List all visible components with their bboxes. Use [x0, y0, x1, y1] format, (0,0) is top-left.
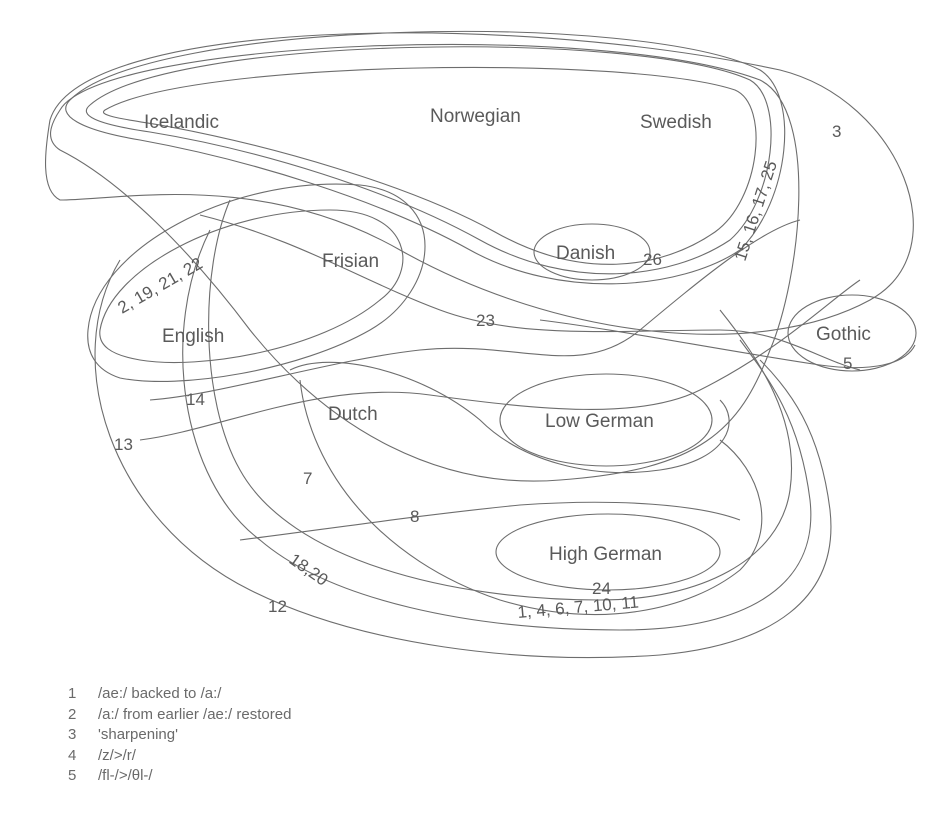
legend-number: 1 [68, 685, 77, 702]
label-swedish: Swedish [640, 112, 712, 133]
ellipse-high-german [495, 513, 721, 591]
isogloss-label-23: 23 [476, 311, 495, 330]
label-frisian: Frisian [322, 251, 379, 272]
label-english: English [162, 326, 224, 347]
legend-item: 2/a:/ from earlier /ae:/ restored [68, 705, 291, 726]
legend-text: /ae:/ backed to /a:/ [98, 685, 222, 702]
isogloss-label-2: 2, 19, 21, 22 [115, 254, 206, 318]
isogloss-anglo-frisian [99, 209, 404, 364]
isogloss-label-7: 7 [303, 469, 312, 488]
isogloss-label-12: 12 [268, 597, 287, 616]
isogloss-7 [208, 199, 793, 601]
legend-number: 3 [68, 726, 77, 743]
label-icelandic: Icelandic [144, 112, 219, 133]
legend-text: /z/>/r/ [98, 746, 136, 764]
isogloss-north-outer-2 [85, 46, 772, 275]
ellipse-gothic [787, 294, 917, 372]
legend-number: 2 [68, 705, 77, 723]
legend-item: 1/ae:/ backed to /a:/ [68, 684, 291, 705]
ellipse-danish [533, 223, 651, 281]
isogloss-label-3: 3 [832, 122, 841, 141]
label-gothic: Gothic [816, 324, 871, 345]
legend-number: 5 [68, 767, 77, 784]
isogloss-north-inner [103, 66, 757, 265]
isogloss-lines [45, 30, 917, 658]
label-low-german: Low German [545, 411, 654, 432]
isogloss-1 [299, 379, 763, 615]
isogloss-23 [199, 214, 861, 371]
legend-item: 3 'sharpening' [68, 725, 291, 746]
legend-item: 4/z/>/r/ [68, 746, 291, 767]
isogloss-15 [50, 43, 800, 482]
legend-text: /a:/ from earlier /ae:/ restored [98, 705, 292, 723]
legend-item: 5/fl-/>/θl-/ [68, 766, 291, 787]
isogloss-label-8: 8 [410, 507, 419, 526]
isogloss-label-18: 18,20 [286, 550, 332, 590]
isogloss-label-24: 24 [592, 579, 611, 598]
isogloss-label-1: 1, 4, 6, 7, 10, 11 [517, 592, 640, 622]
ellipse-low-german [499, 373, 713, 467]
isogloss-label-15: 15, 16, 17, 25 [731, 158, 781, 263]
isogloss-label-5: 5 [843, 354, 852, 373]
label-high-german: High German [549, 544, 662, 565]
legend-list: 1/ae:/ backed to /a:/ 2/a:/ from earlier… [68, 684, 291, 787]
isogloss-north-outer-1 [65, 30, 786, 285]
label-dutch: Dutch [328, 404, 378, 425]
legend-text: /fl-/>/θl-/ [98, 767, 153, 784]
isogloss-3 [45, 32, 914, 335]
isogloss-label-14: 14 [186, 390, 205, 409]
label-danish: Danish [556, 243, 615, 264]
isogloss-label-13: 13 [114, 435, 133, 454]
legend-number: 4 [68, 746, 77, 764]
isogloss-18 [182, 229, 812, 631]
isogloss-2 [87, 183, 426, 382]
label-norwegian: Norwegian [430, 106, 521, 127]
isogloss-low-german-loop [289, 361, 730, 474]
isogloss-label-26: 26 [643, 250, 662, 269]
isogloss-8 [239, 501, 741, 541]
legend-text: 'sharpening' [98, 726, 178, 743]
isogloss-12 [94, 259, 832, 658]
isogloss-diagram: Icelandic Norwegian Swedish Danish Frisi… [45, 30, 917, 658]
isogloss-14 [149, 219, 801, 401]
language-labels: Icelandic Norwegian Swedish Danish Frisi… [144, 106, 871, 565]
isogloss-13 [139, 279, 861, 441]
